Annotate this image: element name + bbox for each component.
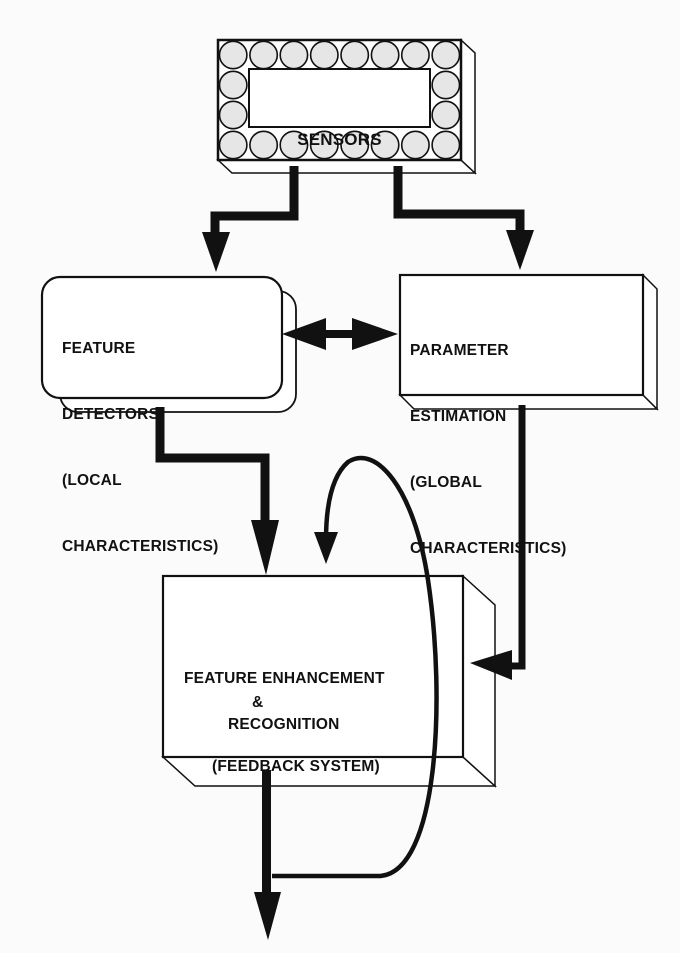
sensor-cell-grid	[218, 40, 461, 160]
parameter-estimation-line-4: CHARACTERISTICS)	[410, 540, 567, 557]
sensor-cell	[279, 40, 309, 70]
arrow-sensors-to-feature-detectors	[210, 166, 299, 238]
feature-enhancement-line-1-wrap: FEATURE ENHANCEMENT	[184, 624, 385, 712]
feature-enhancement-line-3: RECOGNITION	[228, 716, 340, 733]
feature-enhancement-line-2-wrap: &	[252, 648, 263, 736]
feature-detectors-line-1: FEATURE	[62, 340, 136, 357]
sensor-cell	[309, 40, 339, 70]
feature-enhancement-line-2: &	[252, 694, 264, 711]
sensor-cell	[400, 40, 430, 70]
parameter-estimation-label: PARAMETER ESTIMATION (GLOBAL CHARACTERIS…	[410, 296, 566, 582]
arrow-detectors-to-enhancement	[155, 407, 270, 525]
feature-detectors-block	[40, 275, 297, 413]
parameter-estimation-line-2: ESTIMATION	[410, 408, 507, 425]
feature-enhancement-line-3-wrap: RECOGNITION	[228, 670, 340, 758]
feature-detectors-line-2: DETECTORS	[62, 406, 160, 423]
sensor-cell	[400, 130, 430, 160]
arrowhead-enhancement-side	[470, 650, 512, 680]
sensors-label: SENSORS	[252, 85, 427, 173]
sensor-cell	[431, 100, 461, 130]
arrowhead-parameter-estimation	[506, 230, 534, 270]
sensor-cell	[370, 130, 400, 160]
sensor-cell	[309, 130, 339, 160]
double-arrow-detectors-estimation	[282, 318, 398, 350]
arrowhead-feedback	[314, 532, 338, 564]
sensor-cell	[340, 40, 370, 70]
sensor-cell	[218, 70, 248, 100]
feature-detectors-line-3: (LOCAL	[62, 472, 122, 489]
arrowhead-enhancement-top	[251, 520, 279, 575]
sensor-cell	[431, 40, 461, 70]
parameter-estimation-block	[398, 273, 659, 411]
sensors-text: SENSORS	[297, 130, 382, 149]
arrow-sensors-to-parameter-estimation	[393, 166, 525, 236]
feature-enhancement-line-1: FEATURE ENHANCEMENT	[184, 670, 385, 687]
feature-enhancement-block	[161, 574, 497, 788]
sensors-block	[216, 38, 477, 175]
sensor-cell	[431, 130, 461, 160]
parameter-estimation-line-1: PARAMETER	[410, 342, 509, 359]
arrowhead-feature-detectors	[202, 232, 230, 272]
feature-enhancement-line-4-wrap: (FEEDBACK SYSTEM)	[212, 712, 380, 800]
parameter-estimation-line-3: (GLOBAL	[410, 474, 482, 491]
feature-detectors-line-4: CHARACTERISTICS)	[62, 538, 219, 555]
feature-enhancement-line-4: (FEEDBACK SYSTEM)	[212, 758, 380, 775]
sensor-cell	[279, 130, 309, 160]
sensor-cell	[249, 40, 279, 70]
sensor-cell	[340, 130, 370, 160]
sensor-cell	[431, 70, 461, 100]
sensor-cell	[249, 130, 279, 160]
feedback-loop	[272, 455, 439, 879]
sensor-cell	[218, 40, 248, 70]
arrow-estimation-to-enhancement	[510, 405, 526, 670]
arrow-output	[254, 770, 281, 940]
feature-detectors-label: FEATURE DETECTORS (LOCAL CHARACTERISTICS…	[62, 294, 218, 580]
sensor-cell	[370, 40, 400, 70]
sensor-cell	[218, 100, 248, 130]
sensor-cell	[218, 130, 248, 160]
